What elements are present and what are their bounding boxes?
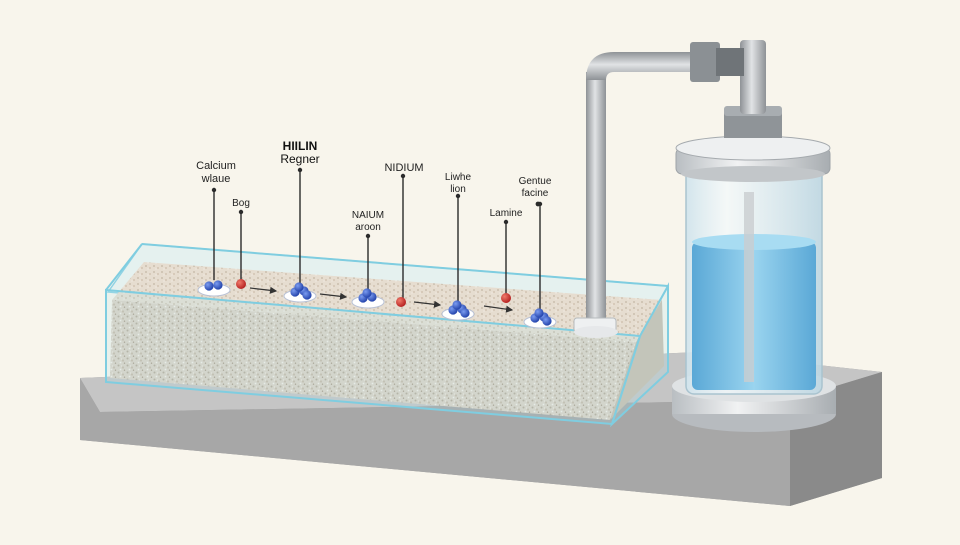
sodium-ion bbox=[362, 288, 372, 298]
sodium-ion bbox=[204, 281, 214, 291]
leader-dot bbox=[455, 193, 461, 199]
leader-dot bbox=[503, 219, 509, 225]
ion-cluster bbox=[283, 282, 317, 303]
calcium-ion bbox=[501, 293, 511, 303]
label-heading: HIILIN Regner bbox=[280, 139, 320, 166]
label-gentue: Gentue facine bbox=[518, 176, 552, 199]
leader-dot bbox=[297, 167, 303, 173]
calcium-ion bbox=[396, 297, 406, 307]
label-lamine: Lamine bbox=[489, 208, 523, 219]
flow-arrow bbox=[319, 292, 348, 300]
feed-pipe bbox=[573, 42, 744, 338]
ion-markers bbox=[197, 279, 557, 329]
sodium-ion bbox=[213, 280, 223, 290]
ion-cluster bbox=[351, 288, 385, 309]
flow-arrow bbox=[413, 300, 442, 308]
sodium-ion bbox=[460, 308, 470, 318]
calcium-ion bbox=[236, 279, 246, 289]
sodium-ion bbox=[542, 316, 552, 326]
label-nidium: NIDIUM bbox=[384, 162, 424, 174]
sodium-ion bbox=[302, 290, 312, 300]
leader-dot bbox=[535, 201, 541, 207]
ion-cluster bbox=[197, 280, 231, 297]
flow-arrow bbox=[249, 286, 278, 294]
leader-dot bbox=[365, 233, 371, 239]
ion-cluster bbox=[441, 300, 475, 321]
leader-dot bbox=[400, 173, 406, 179]
callout-lines bbox=[211, 167, 543, 313]
ion-cluster bbox=[523, 308, 557, 329]
flow-arrow bbox=[483, 305, 514, 313]
sodium-ion bbox=[452, 300, 462, 310]
label-naium: NAIUM aroon bbox=[351, 210, 385, 233]
label-bog: Bog bbox=[232, 198, 250, 209]
label-calcium: Calcium wlaue bbox=[196, 160, 236, 185]
water-column bbox=[672, 40, 836, 432]
leader-dot bbox=[211, 187, 217, 193]
sodium-ion bbox=[534, 308, 544, 318]
leader-dot bbox=[238, 209, 244, 215]
sodium-ion bbox=[294, 282, 304, 292]
label-liwhe: Liwhe lion bbox=[444, 172, 472, 195]
